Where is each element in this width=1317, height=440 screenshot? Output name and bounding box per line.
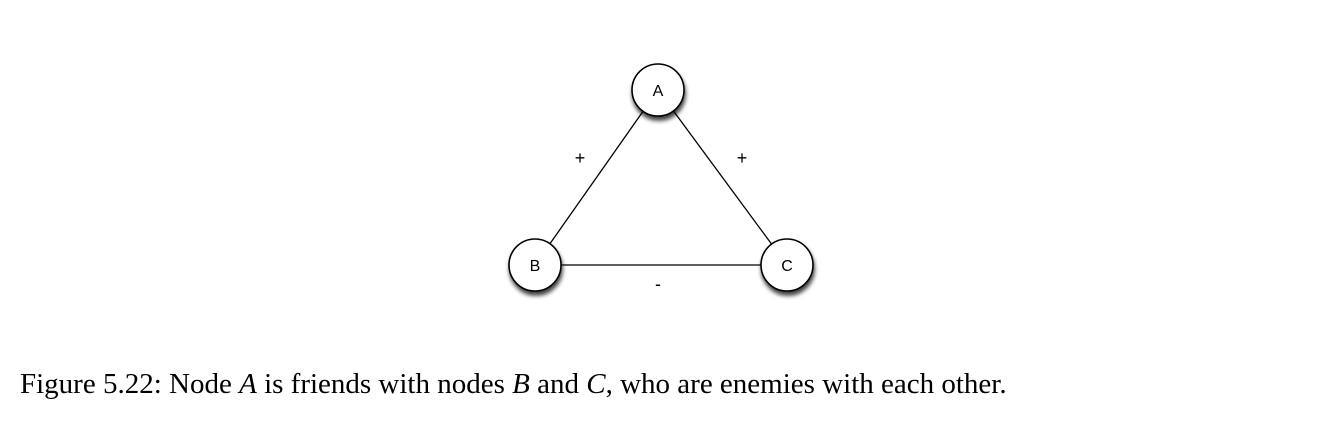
node-c: C: [760, 238, 814, 292]
edge-a-c: [657, 89, 788, 266]
caption-prefix: Figure 5.22: Node: [20, 368, 240, 400]
diagram-canvas: + + - A B C: [508, 63, 814, 294]
figure-caption: Figure 5.22: Node A is friends with node…: [20, 368, 1310, 401]
edge-label-a-c: +: [737, 148, 748, 168]
node-c-circle: [760, 238, 814, 292]
caption-node-a: A: [239, 368, 257, 400]
node-b-circle: [508, 238, 562, 292]
caption-text-1: is friends with nodes: [256, 368, 513, 400]
node-a-label: A: [653, 83, 664, 100]
edge-label-b-c: -: [655, 274, 661, 294]
caption-node-c: C: [586, 368, 606, 400]
edge-label-a-b: +: [575, 148, 586, 168]
node-a-circle: [631, 63, 685, 117]
edge-a-b: [534, 89, 659, 266]
caption-text-2: and: [529, 368, 587, 400]
node-b: B: [508, 238, 562, 292]
caption-text-3: , who are enemies with each other.: [605, 368, 1007, 400]
caption-node-b: B: [512, 368, 530, 400]
node-c-label: C: [781, 258, 793, 275]
node-b-label: B: [530, 258, 541, 275]
signed-triangle-diagram: + + - A B C: [508, 63, 814, 294]
node-a: A: [631, 63, 685, 117]
